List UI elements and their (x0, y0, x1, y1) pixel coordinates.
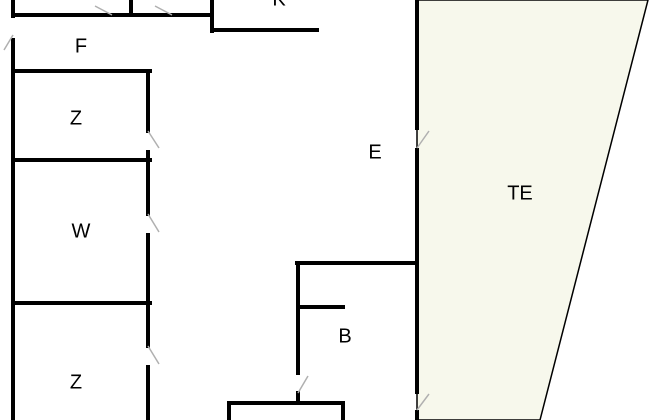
door-swing-bath (297, 375, 309, 394)
room-label-z-lower: Z (70, 371, 82, 393)
door-swing-top-2 (154, 5, 173, 16)
room-label-te: TE (507, 182, 533, 204)
room-label-b: B (338, 325, 351, 347)
room-label-f: F (75, 35, 87, 57)
room-label-k: K (272, 0, 286, 10)
door-swing-central (416, 130, 430, 149)
room-label-z-upper: Z (70, 107, 82, 129)
walls (11, 0, 419, 420)
room-labels: K F Z E TE W B Z (70, 0, 533, 393)
room-label-e: E (368, 141, 381, 163)
door-swing-left (3, 34, 14, 51)
door-swing-w (147, 213, 160, 233)
terrace-area (416, 0, 649, 420)
door-swings (3, 5, 430, 411)
door-swing-z2 (147, 345, 160, 365)
wall-bottom-box (227, 401, 345, 420)
door-swing-central-lower (416, 393, 430, 411)
door-swing-top-1 (94, 5, 113, 16)
room-label-w: W (72, 220, 91, 242)
door-swing-z1 (147, 130, 160, 149)
